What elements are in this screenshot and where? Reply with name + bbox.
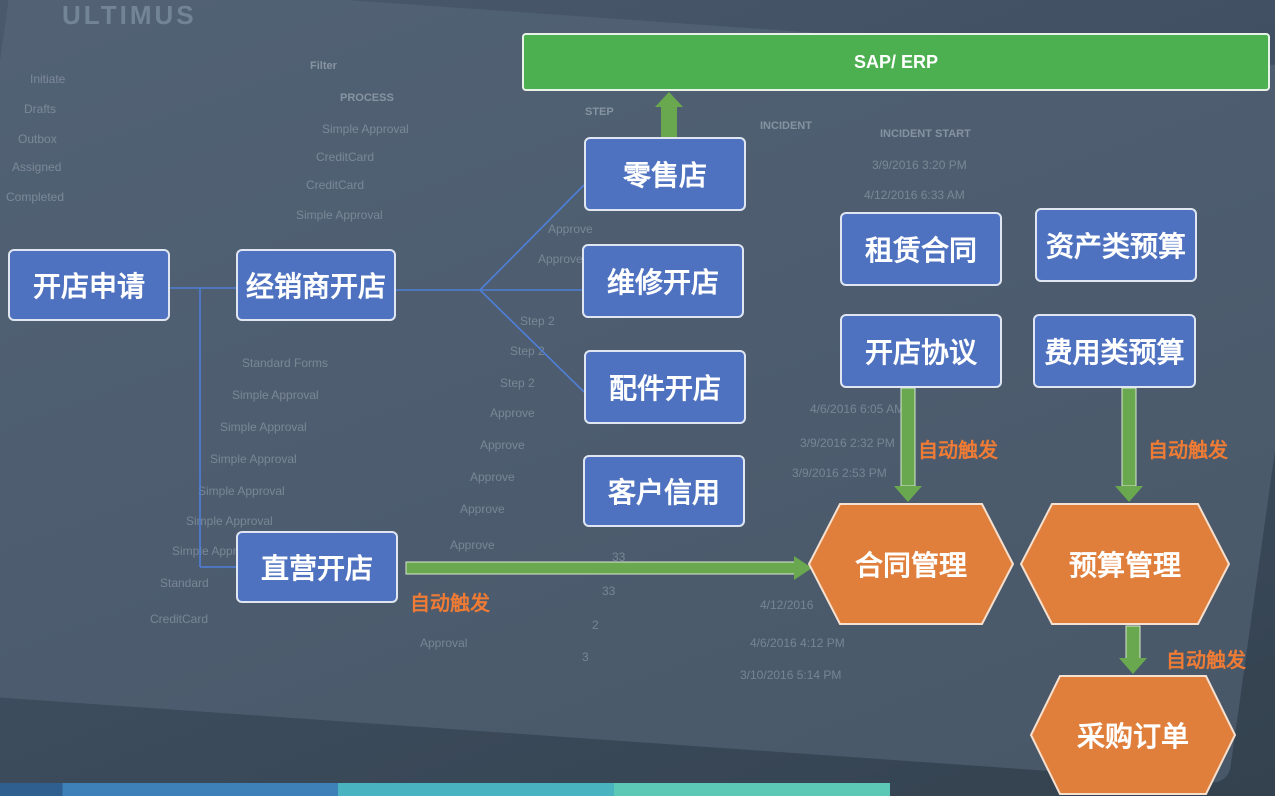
bg-process-cell: Simple Approval <box>220 420 307 434</box>
bg-header-process: PROCESS <box>340 92 394 104</box>
arrow-direct-to-contract <box>405 556 812 580</box>
bg-date-cell: 4/12/2016 <box>760 598 814 612</box>
customer-credit-box: 客户信用 <box>583 455 745 527</box>
hexagon-shape <box>1020 503 1230 625</box>
purchase-order-hexagon: 采购订单 <box>1030 675 1236 795</box>
bg-step-cell: Approval <box>420 636 468 650</box>
arrow-budget-to-order <box>1119 625 1147 674</box>
bg-sidebar-item: Outbox <box>18 132 57 146</box>
open-agreement-box: 开店协议 <box>840 314 1002 388</box>
purchase-order-label: 采购订单 <box>1076 720 1189 753</box>
auto-trigger-label-contract: 自动触发 <box>918 438 998 462</box>
bg-incident-cell: 33 <box>612 550 626 564</box>
arrow-expense-to-budget <box>1115 387 1143 502</box>
hexagon-shape <box>1030 675 1236 795</box>
lease-contract-box: 租赁合同 <box>840 212 1002 286</box>
bg-process-cell: Simple Approval <box>186 514 273 528</box>
budget-mgmt-hexagon: 预算管理 <box>1020 503 1230 625</box>
bg-step-cell: Approve <box>480 438 525 452</box>
bg-process-cell: Simple Approval <box>232 388 319 402</box>
bg-step-cell: Approve <box>538 252 583 266</box>
auto-trigger-label-direct: 自动触发 <box>410 591 490 615</box>
connector-hub-retail <box>479 184 585 291</box>
bg-process-cell: CreditCard <box>306 178 365 192</box>
repair-open-box: 维修开店 <box>582 244 744 318</box>
bg-process-cell: Simple Approval <box>210 452 297 466</box>
bg-step-cell: Approve <box>548 222 593 236</box>
bg-incident-cell: 3 <box>582 650 589 664</box>
bg-process-cell: Standard Forms <box>242 356 329 370</box>
bg-process-cell: CreditCard <box>150 612 209 626</box>
bg-date-cell: 3/9/2016 2:32 PM <box>800 436 895 450</box>
bg-header-incident-start: INCIDENT START <box>880 128 971 140</box>
direct-open-box: 直营开店 <box>236 531 398 603</box>
bg-date-cell: 3/10/2016 5:14 PM <box>740 668 842 682</box>
auto-trigger-label-budget: 自动触发 <box>1148 438 1228 462</box>
bg-header-filter: Filter <box>310 60 337 72</box>
retail-store-box: 零售店 <box>584 137 746 211</box>
expense-budget-box: 费用类预算 <box>1033 314 1196 388</box>
bg-step-cell: Approve <box>490 406 535 420</box>
bg-header-incident: INCIDENT <box>760 120 812 132</box>
asset-budget-box: 资产类预算 <box>1035 208 1197 282</box>
bg-step-cell: Step 2 <box>500 376 535 390</box>
bg-step-cell: Step 2 <box>520 314 555 328</box>
bg-sidebar-item: Initiate <box>30 72 66 86</box>
bg-step-cell: Step 2 <box>510 344 545 358</box>
budget-mgmt-label: 预算管理 <box>1068 549 1181 582</box>
arrow-retail-to-erp <box>655 92 683 137</box>
contract-mgmt-hexagon: 合同管理 <box>808 503 1014 625</box>
dealer-open-box: 经销商开店 <box>236 249 396 321</box>
bg-step-cell: Approve <box>470 470 515 484</box>
hexagon-shape <box>808 503 1014 625</box>
erp-system-box: SAP/ ERP <box>522 33 1270 91</box>
bg-date-cell: 4/12/2016 6:33 AM <box>864 188 965 202</box>
bg-sidebar-item: Completed <box>6 190 65 204</box>
bg-date-cell: 4/6/2016 4:12 PM <box>750 636 845 650</box>
bg-process-cell: Simple Approval <box>296 208 383 222</box>
bg-process-cell: Simple Approval <box>322 122 409 136</box>
open-apply-box: 开店申请 <box>8 249 170 321</box>
bg-date-cell: 3/9/2016 2:53 PM <box>792 466 887 480</box>
bg-sidebar-item: Drafts <box>24 102 57 116</box>
bg-incident-cell: 33 <box>602 584 616 598</box>
bg-date-cell: 3/9/2016 3:20 PM <box>872 158 967 172</box>
bg-step-cell: Approve <box>460 502 505 516</box>
bg-sidebar-item: Assigned <box>12 160 62 174</box>
connector-hub-parts <box>479 289 585 393</box>
bg-step-cell: Approve <box>450 538 495 552</box>
bg-process-cell: Standard <box>160 576 209 590</box>
auto-trigger-label-order: 自动触发 <box>1166 648 1246 672</box>
bg-process-cell: Simple Approval <box>198 484 285 498</box>
bg-process-cell: CreditCard <box>316 150 375 164</box>
bg-date-cell: 4/6/2016 6:05 AM <box>810 402 905 416</box>
arrow-agreement-to-contract <box>894 387 922 502</box>
bg-incident-cell: 2 <box>592 618 599 632</box>
background-brand-logo: ULTIMUS <box>62 0 197 30</box>
parts-open-box: 配件开店 <box>584 350 746 424</box>
bottom-color-bar <box>0 783 890 796</box>
contract-mgmt-label: 合同管理 <box>854 549 967 582</box>
bg-header-step: STEP <box>585 106 614 118</box>
